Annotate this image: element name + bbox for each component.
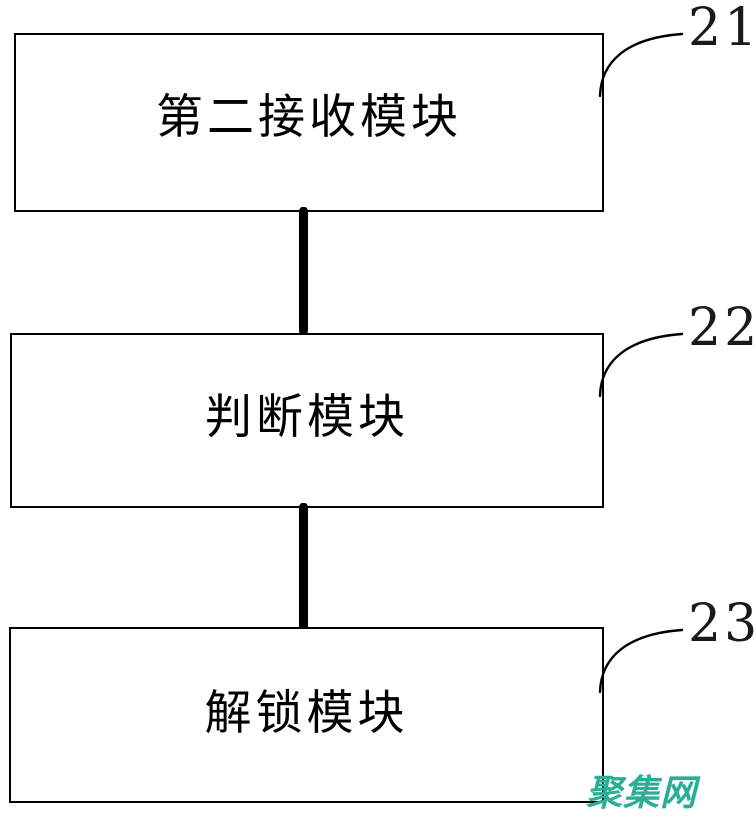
module-block-label: 第二接收模块 xyxy=(156,90,462,145)
module-block-unlock: 解锁模块 xyxy=(9,627,604,803)
leader-line-22 xyxy=(598,332,684,398)
site-watermark: 聚集网 xyxy=(586,773,698,814)
leader-line-21 xyxy=(598,32,684,98)
module-block-label: 判断模块 xyxy=(205,390,409,445)
module-block-judgment: 判断模块 xyxy=(10,333,604,508)
connector-arrow-2 xyxy=(299,503,308,631)
leader-line-23 xyxy=(598,628,684,694)
reference-numeral-22: 22 xyxy=(688,298,756,358)
reference-numeral-21: 21 xyxy=(688,0,756,58)
reference-numeral-23: 23 xyxy=(688,594,756,654)
connector-arrow-1 xyxy=(299,207,308,335)
module-block-second-receiving: 第二接收模块 xyxy=(14,33,604,212)
module-block-label: 解锁模块 xyxy=(204,685,409,741)
